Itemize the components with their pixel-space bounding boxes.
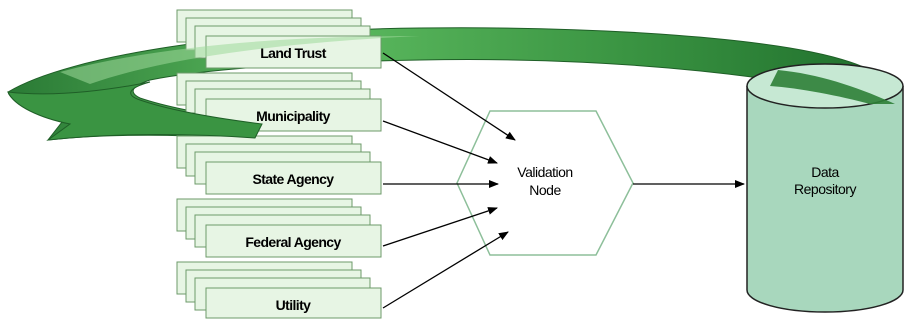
source-label-federal-agency: Federal Agency — [245, 234, 341, 250]
arrow-utility-to-validation — [382, 231, 509, 309]
validation-node: Validation Node — [456, 110, 634, 256]
source-label-land-trust: Land Trust — [260, 45, 326, 61]
swirl-front — [7, 36, 420, 141]
stack-state-agency — [176, 135, 382, 195]
arrow-federal-agency-to-validation — [382, 207, 498, 247]
arrow-municipality-to-validation — [382, 120, 498, 164]
source-label-utility: Utility — [276, 297, 312, 313]
stack-federal-agency — [176, 198, 382, 258]
source-label-state-agency: State Agency — [253, 171, 335, 187]
validation-node-label-line2: Node — [529, 182, 561, 198]
data-repository: Data Repository — [746, 63, 904, 313]
repository-label-line1: Data — [811, 164, 839, 180]
stack-municipality — [176, 72, 382, 132]
validation-node-label-line1: Validation — [517, 164, 572, 180]
source-label-municipality: Municipality — [256, 108, 331, 124]
repository-label-line2: Repository — [794, 181, 856, 197]
arrow-land-trust-to-validation — [382, 52, 516, 141]
stack-utility — [176, 261, 382, 319]
